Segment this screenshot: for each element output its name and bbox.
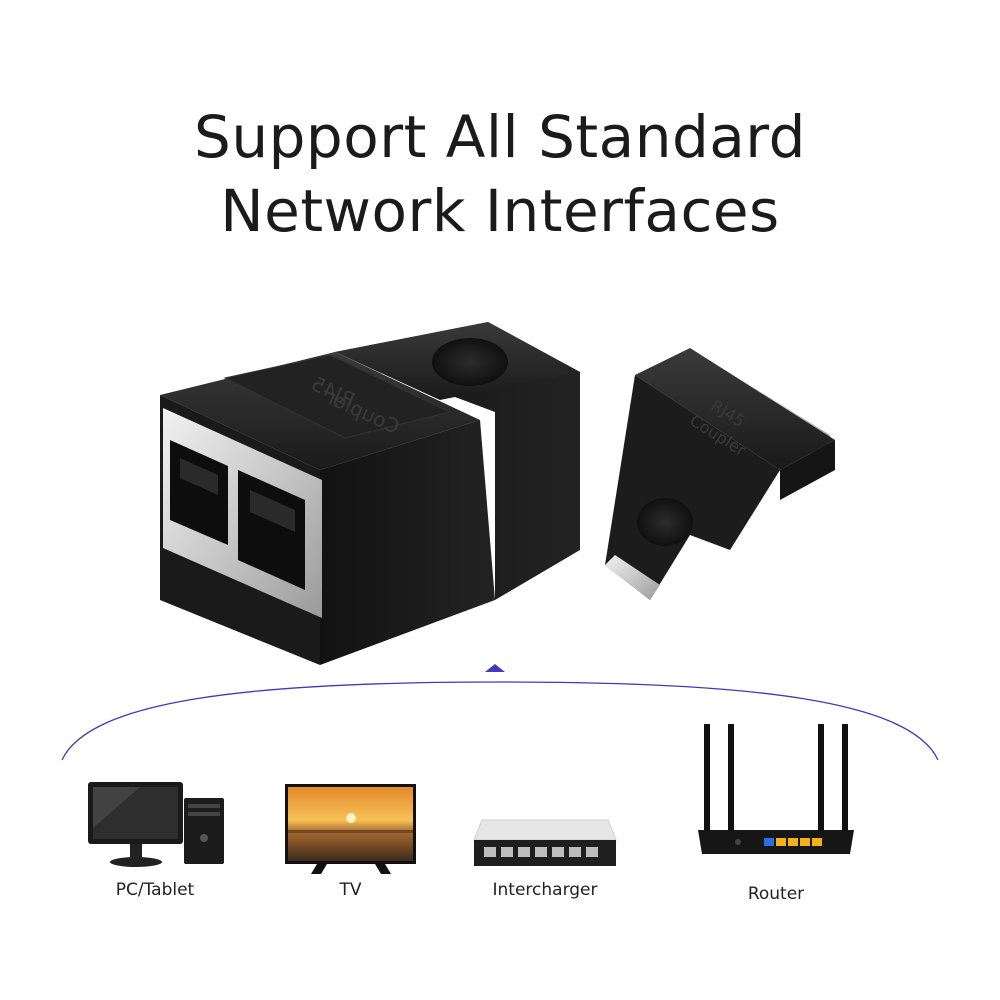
headline-line-2: Network Interfaces bbox=[220, 177, 780, 245]
arc-pointer-icon bbox=[485, 664, 505, 672]
network-switch-icon bbox=[473, 819, 617, 866]
router-icon bbox=[698, 724, 854, 854]
device-label-router: Router bbox=[747, 884, 805, 904]
single-port-adapter: RJ45 Coupler bbox=[605, 348, 835, 600]
device-router: Router bbox=[690, 722, 862, 918]
device-switch: Intercharger bbox=[470, 818, 620, 918]
device-tv: TV bbox=[283, 782, 418, 918]
device-label-pc: PC/Tablet bbox=[115, 880, 195, 900]
desktop-computer-icon bbox=[88, 782, 224, 867]
device-label-switch: Intercharger bbox=[492, 880, 598, 900]
connection-arc bbox=[61, 664, 939, 761]
rj45-splitter-product: RJ45 Coupler RJ45 Coupler bbox=[160, 322, 835, 665]
rj45-port-2 bbox=[238, 470, 305, 590]
television-icon bbox=[285, 784, 416, 874]
rj45-port-1 bbox=[170, 440, 228, 545]
headline: Support All Standard Network Interfaces bbox=[0, 100, 1000, 248]
device-pc: PC/Tablet bbox=[80, 778, 230, 918]
headline-line-1: Support All Standard bbox=[194, 103, 806, 171]
dual-port-adapter: RJ45 Coupler bbox=[160, 322, 580, 665]
device-label-tv: TV bbox=[339, 880, 362, 900]
